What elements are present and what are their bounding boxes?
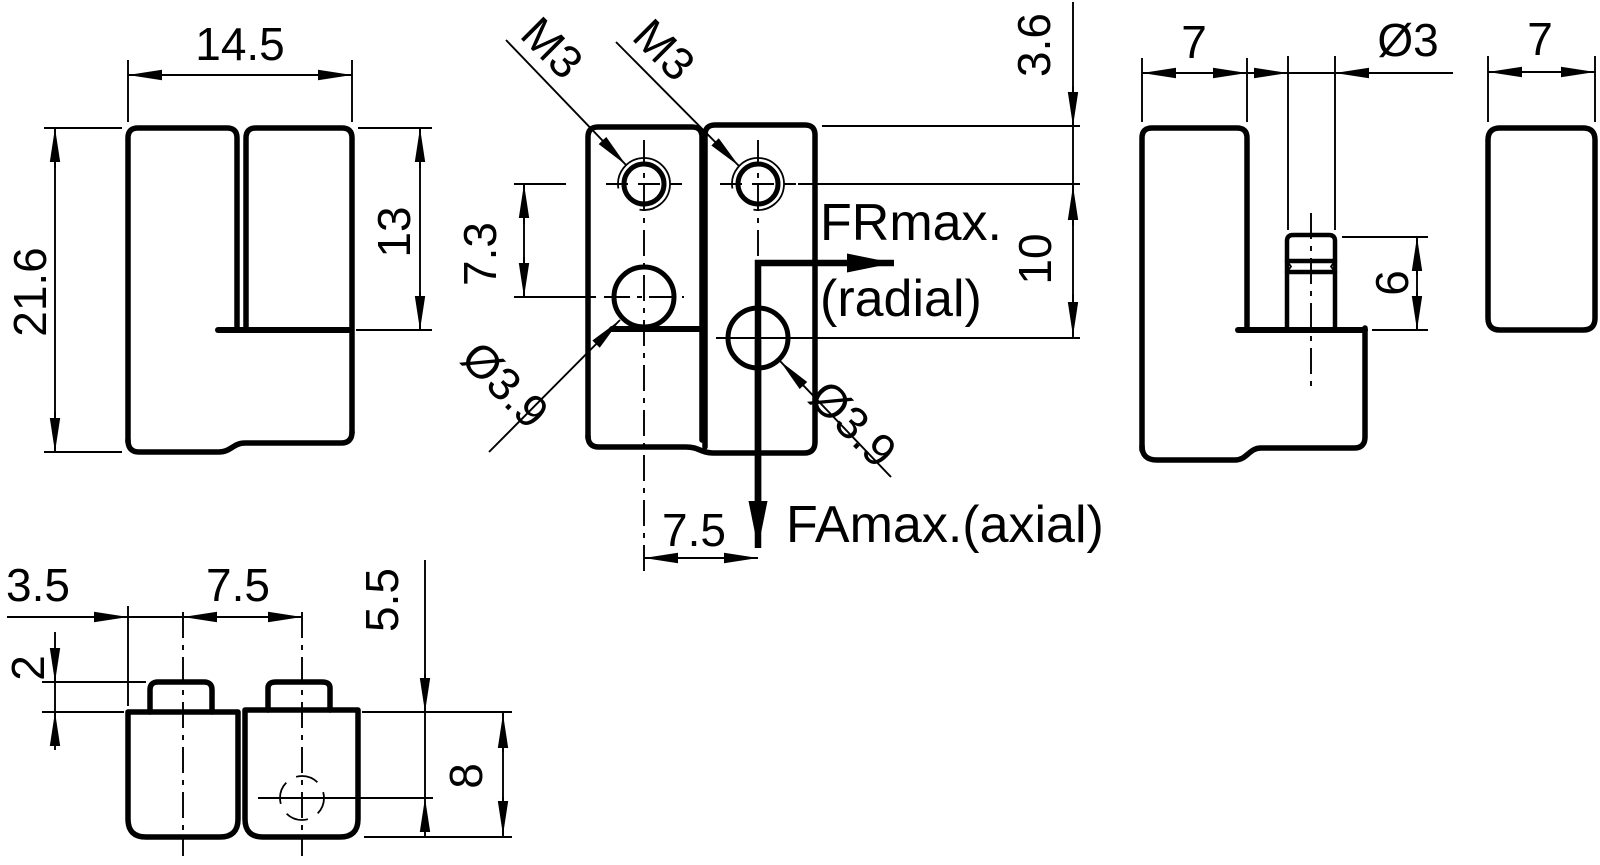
view-side-left: 14.5 21.6 13 <box>4 18 432 455</box>
pin-groove-notch <box>1286 260 1293 273</box>
hole-projection-circle <box>279 775 325 821</box>
pin-groove-notch <box>1329 260 1336 273</box>
label-thread-m3-left: M3 <box>511 7 593 89</box>
dim-pin-height-6: 6 <box>1366 270 1418 296</box>
outline-right-tab <box>265 679 333 713</box>
m3-thread-arc-left <box>617 157 671 211</box>
dim-center-pitch-7-5: 7.5 <box>206 559 270 611</box>
leader-line <box>505 39 627 166</box>
dim-hole-offset-10: 10 <box>1009 233 1061 284</box>
outline-bottom-step <box>125 429 355 455</box>
outline-right-prong <box>243 125 355 436</box>
dim-top-offset-3-6: 3.6 <box>1008 13 1060 77</box>
dim-edge-offset-3-5: 3.5 <box>6 559 70 611</box>
m3-hole-right <box>735 161 781 207</box>
outline-lower-body <box>1139 325 1368 463</box>
hole-3-9-left <box>611 264 677 330</box>
dim-slot-depth-13: 13 <box>368 206 420 257</box>
outline-left-tab <box>147 679 215 715</box>
view-top: 3.5 7.5 2 5.5 8 <box>2 559 512 856</box>
outline-tall-plate <box>1139 125 1250 453</box>
m3-thread-arc-right <box>731 157 785 211</box>
dim-hole-offset-5-5: 5.5 <box>356 568 408 632</box>
view-front: M3 M3 Ø3.9 Ø3.9 7.3 3.6 10 FRmax. (radia… <box>452 2 1104 576</box>
dim-body-depth-8: 8 <box>440 763 492 789</box>
label-dia-3-9-left: Ø3.9 <box>452 331 559 438</box>
label-force-radial: FRmax. <box>820 194 1002 252</box>
leader-line <box>488 319 621 453</box>
label-thread-m3-right: M3 <box>623 9 705 91</box>
dim-plate2-width-7: 7 <box>1527 13 1553 65</box>
outline-front-prong <box>585 124 705 443</box>
dim-height-21-6: 21.6 <box>4 247 56 337</box>
outline-right-square <box>242 707 361 840</box>
dim-pin-dia-3: Ø3 <box>1377 14 1438 66</box>
dim-tab-height-2: 2 <box>2 655 54 681</box>
label-force-radial-note: (radial) <box>820 270 982 328</box>
dim-hole-pitch-7-3: 7.3 <box>454 222 506 286</box>
dim-hole-pitch-7-5: 7.5 <box>662 504 726 556</box>
outline-second-plate <box>1485 125 1598 333</box>
label-force-axial: FAmax.(axial) <box>786 496 1104 554</box>
m3-hole-left <box>621 161 667 207</box>
outline-bottom-step <box>585 433 818 456</box>
outline-left-prong <box>125 125 240 445</box>
outline-left-square <box>125 709 241 840</box>
dim-width-14-5: 14.5 <box>195 18 285 70</box>
leader-line <box>615 41 740 167</box>
leader-line <box>779 360 892 478</box>
view-side-right: 7 Ø3 6 7 <box>1139 13 1598 463</box>
dim-plate-width-7: 7 <box>1181 16 1207 68</box>
